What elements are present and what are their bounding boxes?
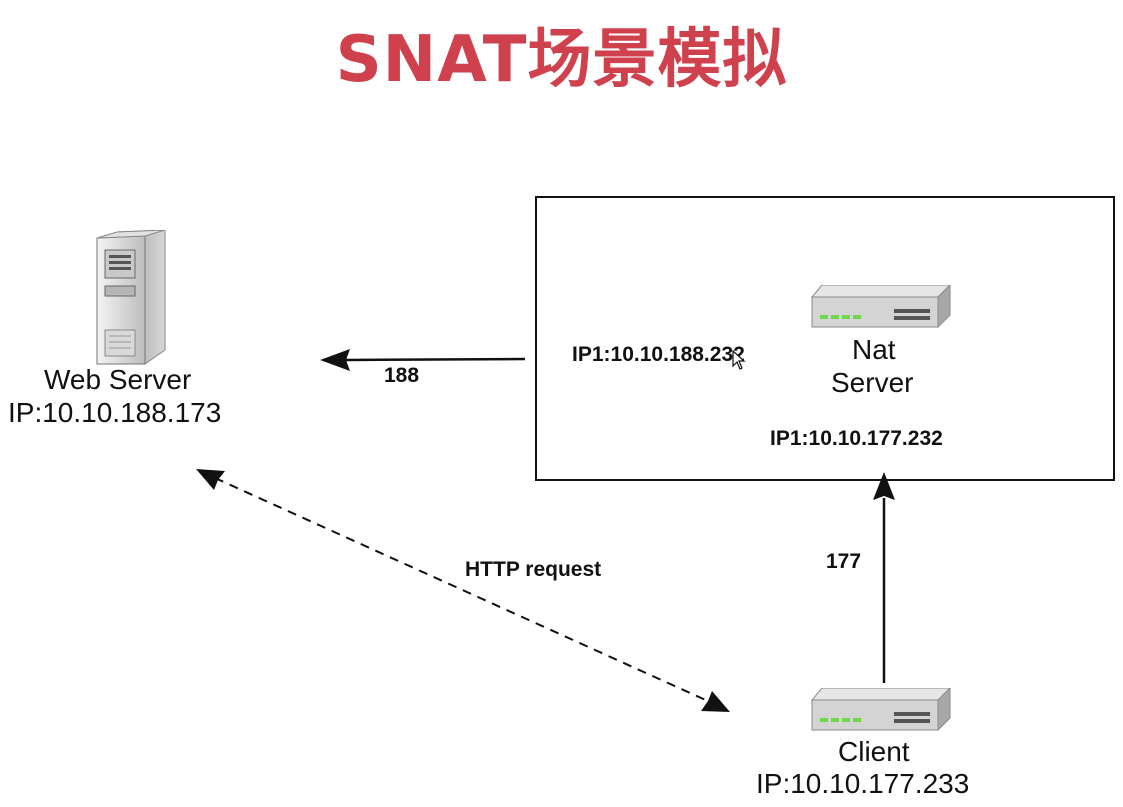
edge-label-http-request: HTTP request [465, 558, 602, 581]
nat-server-name-line2: Server [831, 367, 914, 398]
nat-ip-177: IP1:10.10.177.232 [770, 427, 943, 450]
nat-network-box [535, 196, 1115, 481]
client-ip: IP:10.10.177.233 [756, 768, 970, 799]
nat-switch-icon [810, 283, 952, 329]
nat-ip-188: IP1:10.10.188.232 [572, 343, 745, 366]
edge-http-request-dashed-arrow [196, 469, 730, 712]
edge-label-188: 188 [384, 364, 420, 387]
client-name: Client [838, 736, 910, 767]
client-switch-icon [810, 686, 952, 732]
mouse-cursor-icon [732, 349, 746, 370]
tower-server-icon [95, 229, 167, 366]
nat-server-name-line1: Nat [852, 334, 896, 365]
page-title: SNAT场景模拟 [335, 23, 788, 97]
edge-nat-to-web-arrow [320, 349, 526, 371]
web-server-name: Web Server [44, 364, 192, 395]
edge-label-177: 177 [826, 550, 862, 573]
edge-client-to-nat-arrow [873, 472, 895, 683]
web-server-ip: IP:10.10.188.173 [8, 397, 222, 428]
